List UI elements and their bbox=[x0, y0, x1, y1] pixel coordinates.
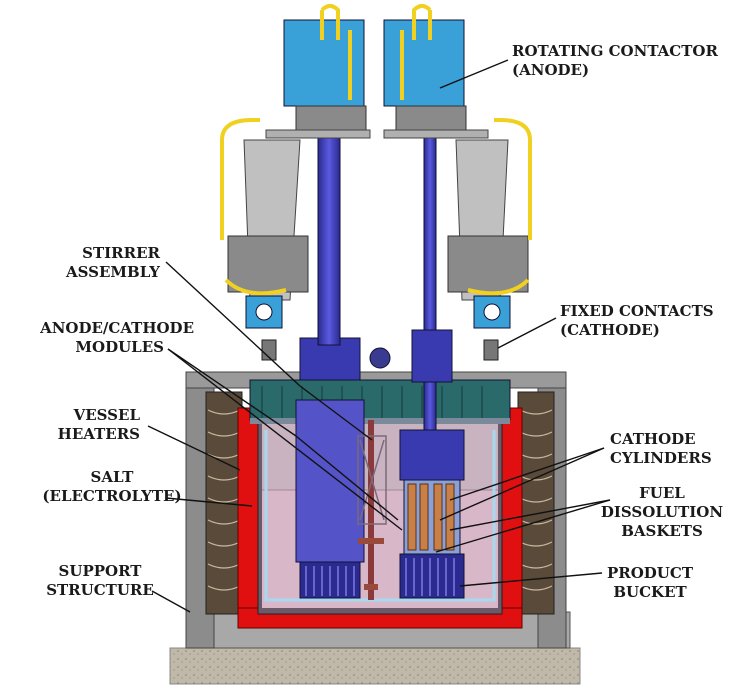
label-support-line1: SUPPORT bbox=[59, 562, 143, 580]
foundation-slab bbox=[169, 647, 581, 685]
label-anode-cathode-modules: ANODE/CATHODE MODULES bbox=[39, 319, 194, 356]
label-salt-line1: SALT bbox=[91, 468, 135, 486]
label-product-bucket-line2: BUCKET bbox=[613, 583, 687, 601]
label-fuel-line2: DISSOLUTION bbox=[601, 503, 723, 521]
label-fixed-contacts-line1: FIXED CONTACTS bbox=[560, 302, 714, 320]
label-fixed-contacts-line2: (CATHODE) bbox=[560, 321, 660, 339]
left-drive-assembly bbox=[220, 4, 371, 329]
label-fuel-dissolution-baskets: FUEL DISSOLUTION BASKETS bbox=[601, 484, 723, 540]
label-salt-line2: (ELECTROLYTE) bbox=[42, 487, 181, 505]
left-module bbox=[295, 129, 365, 599]
label-vessel-heaters-line1: VESSEL bbox=[73, 406, 141, 424]
label-modules-line1: ANODE/CATHODE bbox=[39, 319, 194, 337]
label-vessel-heaters-line2: HEATERS bbox=[58, 425, 140, 443]
label-rotating-contactor-line2: (ANODE) bbox=[512, 61, 589, 79]
label-cathode-cylinders-line2: CYLINDERS bbox=[610, 449, 712, 467]
label-cathode-cylinders-line1: CATHODE bbox=[610, 430, 696, 448]
vessel bbox=[249, 379, 511, 615]
label-fixed-contacts: FIXED CONTACTS (CATHODE) bbox=[560, 302, 714, 339]
stirrer bbox=[357, 420, 387, 600]
label-stirrer-line1: STIRRER bbox=[82, 244, 160, 262]
label-modules-line2: MODULES bbox=[75, 338, 164, 356]
label-product-bucket-line1: PRODUCT bbox=[607, 564, 694, 582]
label-fuel-line1: FUEL bbox=[639, 484, 685, 502]
leader-lines bbox=[147, 59, 611, 613]
insulation-right bbox=[517, 391, 555, 615]
label-stirrer-line2: ASSEMBLY bbox=[65, 263, 160, 281]
right-module bbox=[369, 129, 465, 599]
label-vessel-heaters: VESSEL HEATERS bbox=[58, 406, 141, 443]
label-stirrer-assembly: STIRRER ASSEMBLY bbox=[65, 244, 161, 281]
label-rotating-contactor-line1: ROTATING CONTACTOR bbox=[512, 42, 718, 60]
label-cathode-cylinders: CATHODE CYLINDERS bbox=[610, 430, 712, 467]
cathode-cylinders bbox=[407, 483, 455, 551]
label-product-bucket: PRODUCT BUCKET bbox=[607, 564, 694, 601]
label-support-structure: SUPPORT STRUCTURE bbox=[46, 562, 154, 599]
label-fuel-line3: BASKETS bbox=[621, 522, 703, 540]
label-rotating-contactor: ROTATING CONTACTOR (ANODE) bbox=[512, 42, 718, 79]
right-drive-assembly bbox=[383, 4, 532, 329]
label-support-line2: STRUCTURE bbox=[46, 581, 154, 599]
label-salt-electrolyte: SALT (ELECTROLYTE) bbox=[42, 468, 181, 505]
